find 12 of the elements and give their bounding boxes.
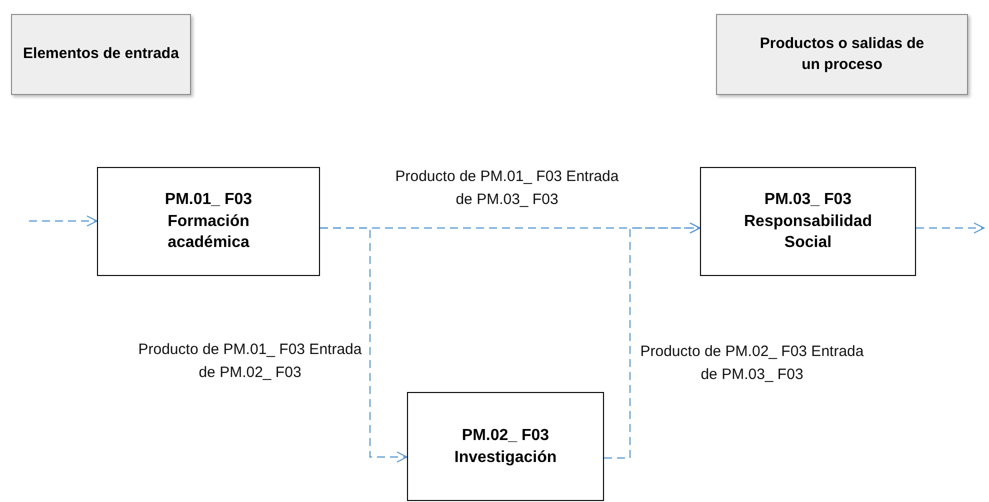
dashed-arrow — [320, 227, 408, 463]
dashed-arrow — [29, 215, 98, 227]
edge-label: Producto de PM.02_ F03 Entrada de PM.03_ F03 — [639, 342, 865, 386]
process-box: PM.03_ F03 Responsabilidad Social — [700, 167, 916, 276]
process-box: PM.01_ F03 Formación académica — [97, 167, 320, 276]
process-box: PM.02_ F03 Investigación — [407, 392, 604, 501]
dashed-arrow — [916, 222, 985, 234]
header-box: Productos o salidas de un proceso — [716, 14, 968, 95]
dashed-arrow — [604, 222, 701, 459]
header-box: Elementos de entrada — [11, 14, 191, 95]
edge-label: Producto de PM.01_ F03 Entrada de PM.02_ F03 — [137, 340, 363, 384]
edge-label: Producto de PM.01_ F03 Entrada de PM.03_ F03 — [394, 167, 620, 210]
